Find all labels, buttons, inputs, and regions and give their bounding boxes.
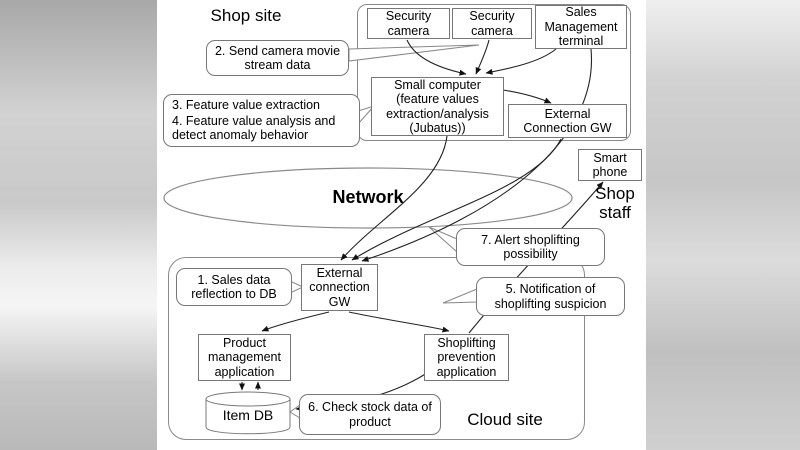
arrow-camera1-to-computer [406,39,467,76]
callout5-tail [442,288,478,304]
callout-step7: 7. Alert shoplifting possibility [456,228,605,266]
callout-step3-4: 3. Feature value extraction 4. Feature v… [163,94,360,147]
shoplifting-prevention-app-node: Shoplifting prevention application [424,334,509,381]
callout-step1: 1. Sales data reflection to DB [176,268,292,306]
arrow-terminal-to-computer [485,48,557,75]
sales-management-terminal-node: Sales Management terminal [535,5,627,49]
callout-step3-text: 3. Feature value extraction [172,98,320,113]
shop-external-gw-node: External Connection GW [508,104,627,138]
shop-staff-label: Shop staff [595,184,635,222]
shop-site-frame [357,4,631,141]
item-db-cylinder [205,391,291,435]
cloud-site-frame [168,257,585,440]
cloud-site-label: Cloud site [467,409,543,429]
callout7-tail [428,226,458,254]
security-camera-1-node: Security camera [367,8,450,39]
callout-step2: 2. Send camera movie stream data [206,40,349,76]
network-ellipse [163,167,573,229]
network-label: Network [332,187,404,208]
smart-phone-node: Smart phone [578,149,642,181]
small-computer-node: Small computer (feature values extractio… [371,77,504,136]
cloud-external-gw-node: External connection GW [301,264,378,311]
right-gray-margin [646,0,800,450]
arrow-cloud-gw-to-shoplifting-app [348,311,450,333]
left-gray-margin [0,0,157,450]
product-management-app-node: Product management application [198,334,291,381]
shop-site-label: Shop site [210,5,282,25]
callout-step5: 5. Notification of shoplifting suspicion [476,277,625,316]
security-camera-2-node: Security camera [452,8,532,39]
arrow-computer-to-shop-gw [502,89,552,104]
arrow-cloud-gw-to-product-app [261,311,330,332]
arrow-terminal-to-cloud-gw [361,48,593,262]
item-db-label: Item DB [222,407,274,423]
callout-step4-text: 4. Feature value analysis and detect ano… [172,113,336,143]
callout-step6: 6. Check stock data of product [299,394,441,435]
arrow-camera2-to-computer [475,39,490,75]
callout2-tail [348,44,480,62]
arrow-computer-to-cloud-gw [340,135,448,261]
